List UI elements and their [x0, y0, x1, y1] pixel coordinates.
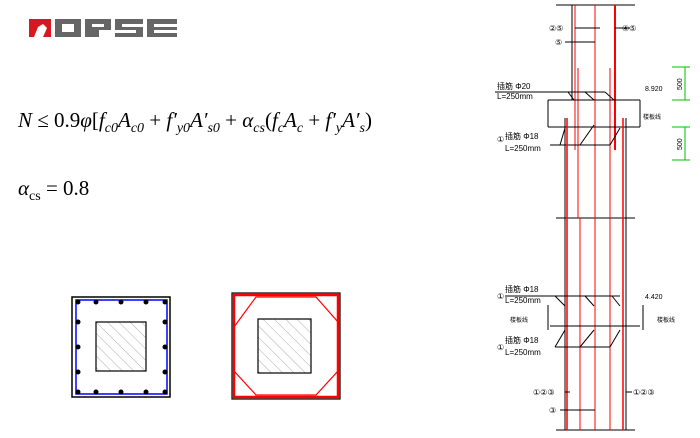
label-bot-right-bar: ①②③ [633, 388, 655, 397]
t1-a: A [117, 108, 131, 132]
column-elevation [495, 4, 690, 431]
label-elev-lower: 4.420 [645, 294, 663, 301]
formula-lhs: N [18, 108, 33, 132]
formula-coef: 0.9 [54, 108, 81, 132]
t3-asub: c [296, 121, 304, 136]
label-mid-marker: ① [497, 135, 504, 144]
label-top-right-bar: ④⑤ [622, 24, 636, 33]
label-dim-upper2: 500 [677, 138, 684, 150]
t4-f: f′ [325, 108, 336, 132]
t3-a: A [284, 108, 297, 132]
paren-close: ) [364, 108, 372, 132]
alpha-value: = 0.8 [45, 176, 90, 200]
formula-rel: ≤ [37, 108, 49, 132]
t2-a: A′ [190, 108, 208, 132]
t4-fsub: y [335, 121, 343, 136]
label-bot-mid-bar: ③ [549, 406, 556, 415]
capacity-formula: N ≤ 0.9φ[fc0Ac0 + f′y0A′s0 + αcs(fcAc + … [18, 108, 372, 137]
t3-f: f [271, 108, 278, 132]
drawing-labels: ②⑤ ⑤ ④⑤ 插筋 Φ20 L=250mm 8.920 楼板线 500 500… [497, 24, 684, 415]
t1-fsub: c0 [104, 121, 118, 136]
label-lower-dowel2: 插筋 Φ18 [505, 335, 539, 345]
alpha: α [18, 176, 30, 200]
alpha: α [242, 108, 254, 132]
label-dim-upper1: 500 [677, 78, 684, 90]
formula-bracket: [ [91, 108, 99, 132]
label-lower-right-note: 楼板线 [657, 316, 675, 324]
alpha-sub: cs [253, 121, 265, 136]
label-mid-dowel: 插筋 Φ18 [505, 131, 539, 141]
alpha-equation: αcs = 0.8 [18, 176, 89, 205]
plus-1: + [149, 108, 162, 132]
section-original [71, 296, 171, 398]
alpha-sub: cs [29, 189, 41, 204]
formula-phi: φ [80, 108, 92, 132]
label-lower-dowel1: 插筋 Φ18 [505, 284, 539, 294]
t2-f: f′ [166, 108, 177, 132]
plus-3: + [308, 108, 321, 132]
label-elev-upper: 8.920 [645, 86, 663, 93]
label-upper-dowel-len: L=250mm [497, 92, 533, 101]
t3-fsub: c [277, 121, 285, 136]
label-upper-right-note: 楼板线 [643, 113, 661, 121]
label-lower-left-note: 楼板线 [510, 316, 528, 324]
label-bot-left-bar: ①②③ [533, 388, 555, 397]
t1-asub: c0 [130, 121, 145, 136]
t2-asub: s0 [207, 121, 220, 136]
t4-asub: s [359, 121, 365, 136]
label-top-mid-bar: ⑤ [555, 38, 562, 47]
t2-fsub: y0 [176, 121, 191, 136]
section-strengthened [231, 292, 341, 400]
plus-2: + [225, 108, 237, 132]
t4-a: A′ [342, 108, 360, 132]
label-upper-dowel: 插筋 Φ20 [497, 81, 531, 91]
label-lower-dowel1-len: L=250mm [505, 296, 541, 305]
label-top-left-bar: ②⑤ [549, 24, 563, 33]
label-lower-dowel2-len: L=250mm [505, 348, 541, 357]
horse-logo [29, 19, 177, 37]
t1-f: f [98, 108, 105, 132]
paren-open: ( [264, 108, 272, 132]
label-lower-marker1: ① [497, 292, 504, 301]
label-mid-dowel-len: L=250mm [505, 144, 541, 153]
label-lower-marker2: ① [497, 343, 504, 352]
